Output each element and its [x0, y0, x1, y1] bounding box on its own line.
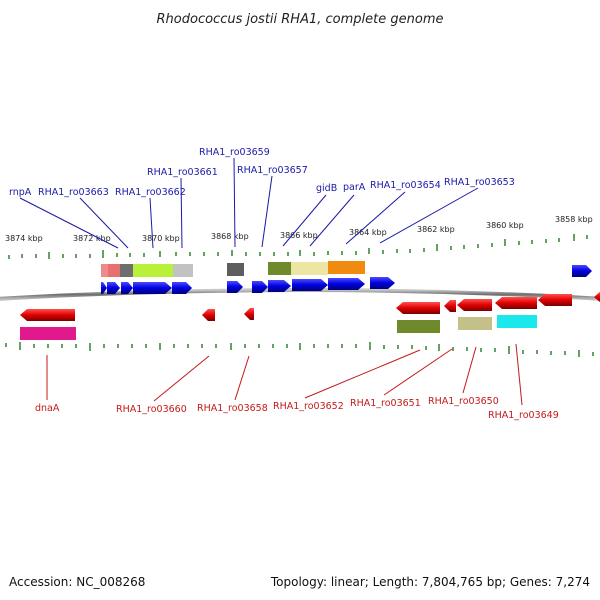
reverse-gene-arrow[interactable] [457, 299, 492, 311]
gene-label[interactable]: parA [343, 182, 366, 193]
gene-label[interactable]: RHA1_ro03663 [38, 187, 109, 198]
reverse-gene-arrow[interactable] [20, 309, 75, 321]
gene-label[interactable]: RHA1_ro03652 [273, 401, 344, 412]
forward-gene-arrow[interactable] [572, 265, 592, 277]
feature-box[interactable] [133, 264, 173, 277]
gene-label[interactable]: RHA1_ro03662 [115, 187, 186, 198]
accession-text: Accession: NC_008268 [9, 575, 145, 589]
top-gene-labels: rnpA RHA1_ro03663 RHA1_ro03662 RHA1_ro03… [9, 147, 515, 198]
forward-gene-arrow[interactable] [107, 282, 120, 294]
gene-label[interactable]: dnaA [35, 403, 60, 414]
feature-box[interactable] [101, 264, 109, 277]
feature-box[interactable] [397, 320, 440, 333]
bottom-gene-labels: dnaA RHA1_ro03660 RHA1_ro03658 RHA1_ro03… [35, 396, 559, 421]
gene-label[interactable]: RHA1_ro03661 [147, 167, 218, 178]
feature-box[interactable] [227, 263, 244, 276]
kbp-label: 3862 kbp [417, 225, 455, 234]
genome-title: Rhodococcus jostii RHA1, complete genome [157, 12, 444, 27]
feature-box[interactable] [108, 264, 121, 277]
reverse-gene-arrow[interactable] [444, 300, 456, 312]
gene-label[interactable]: RHA1_ro03659 [199, 147, 270, 158]
reverse-genes [20, 291, 600, 321]
forward-gene-arrow[interactable] [121, 282, 133, 294]
kbp-label: 3870 kbp [142, 234, 180, 243]
gene-label[interactable]: RHA1_ro03653 [444, 177, 515, 188]
forward-gene-arrow[interactable] [292, 279, 328, 291]
forward-features [101, 261, 365, 277]
gene-label[interactable]: RHA1_ro03649 [488, 410, 559, 421]
genome-summary-text: Topology: linear; Length: 7,804,765 bp; … [270, 575, 590, 589]
reverse-gene-arrow[interactable] [594, 291, 600, 303]
kbp-label: 3858 kbp [555, 215, 593, 224]
gene-label[interactable]: rnpA [9, 187, 32, 198]
forward-gene-arrow[interactable] [101, 282, 107, 294]
feature-box[interactable] [328, 261, 365, 274]
kbp-label: 3872 kbp [73, 234, 111, 243]
forward-gene-arrow[interactable] [328, 278, 365, 290]
top-tick-row [8, 234, 588, 259]
forward-gene-arrow[interactable] [268, 280, 291, 292]
reverse-gene-arrow[interactable] [495, 297, 537, 309]
gene-label[interactable]: gidB [316, 183, 337, 194]
gene-label[interactable]: RHA1_ro03658 [197, 403, 268, 414]
reverse-gene-arrow[interactable] [202, 309, 215, 321]
feature-box[interactable] [268, 262, 291, 275]
reverse-features [20, 315, 537, 340]
reverse-gene-arrow[interactable] [396, 302, 440, 314]
feature-box[interactable] [458, 317, 492, 330]
forward-genes [101, 265, 592, 294]
bottom-tick-row [5, 342, 594, 357]
gene-label[interactable]: RHA1_ro03650 [428, 396, 499, 407]
feature-box[interactable] [497, 315, 537, 328]
feature-box[interactable] [20, 327, 76, 340]
gene-label[interactable]: RHA1_ro03657 [237, 165, 308, 176]
forward-gene-arrow[interactable] [133, 282, 172, 294]
kbp-label: 3868 kbp [211, 232, 249, 241]
kbp-label: 3866 kbp [280, 231, 318, 240]
feature-box[interactable] [173, 264, 193, 277]
bottom-leader-lines [46, 343, 523, 406]
forward-gene-arrow[interactable] [227, 281, 243, 293]
kbp-label: 3874 kbp [5, 234, 43, 243]
reverse-gene-arrow[interactable] [538, 294, 572, 306]
feature-box[interactable] [291, 262, 328, 275]
forward-gene-arrow[interactable] [370, 277, 395, 289]
kbp-label: 3864 kbp [349, 228, 387, 237]
kbp-label: 3860 kbp [486, 221, 524, 230]
kbp-scale: 3874 kbp 3872 kbp 3870 kbp 3868 kbp 3866… [5, 215, 593, 243]
feature-box[interactable] [120, 264, 134, 277]
gene-label[interactable]: RHA1_ro03654 [370, 180, 441, 191]
reverse-gene-arrow[interactable] [244, 308, 254, 320]
forward-gene-arrow[interactable] [252, 281, 268, 293]
top-leader-lines [19, 157, 479, 249]
gene-label[interactable]: RHA1_ro03660 [116, 404, 187, 415]
forward-gene-arrow[interactable] [172, 282, 192, 294]
gene-label[interactable]: RHA1_ro03651 [350, 398, 421, 409]
